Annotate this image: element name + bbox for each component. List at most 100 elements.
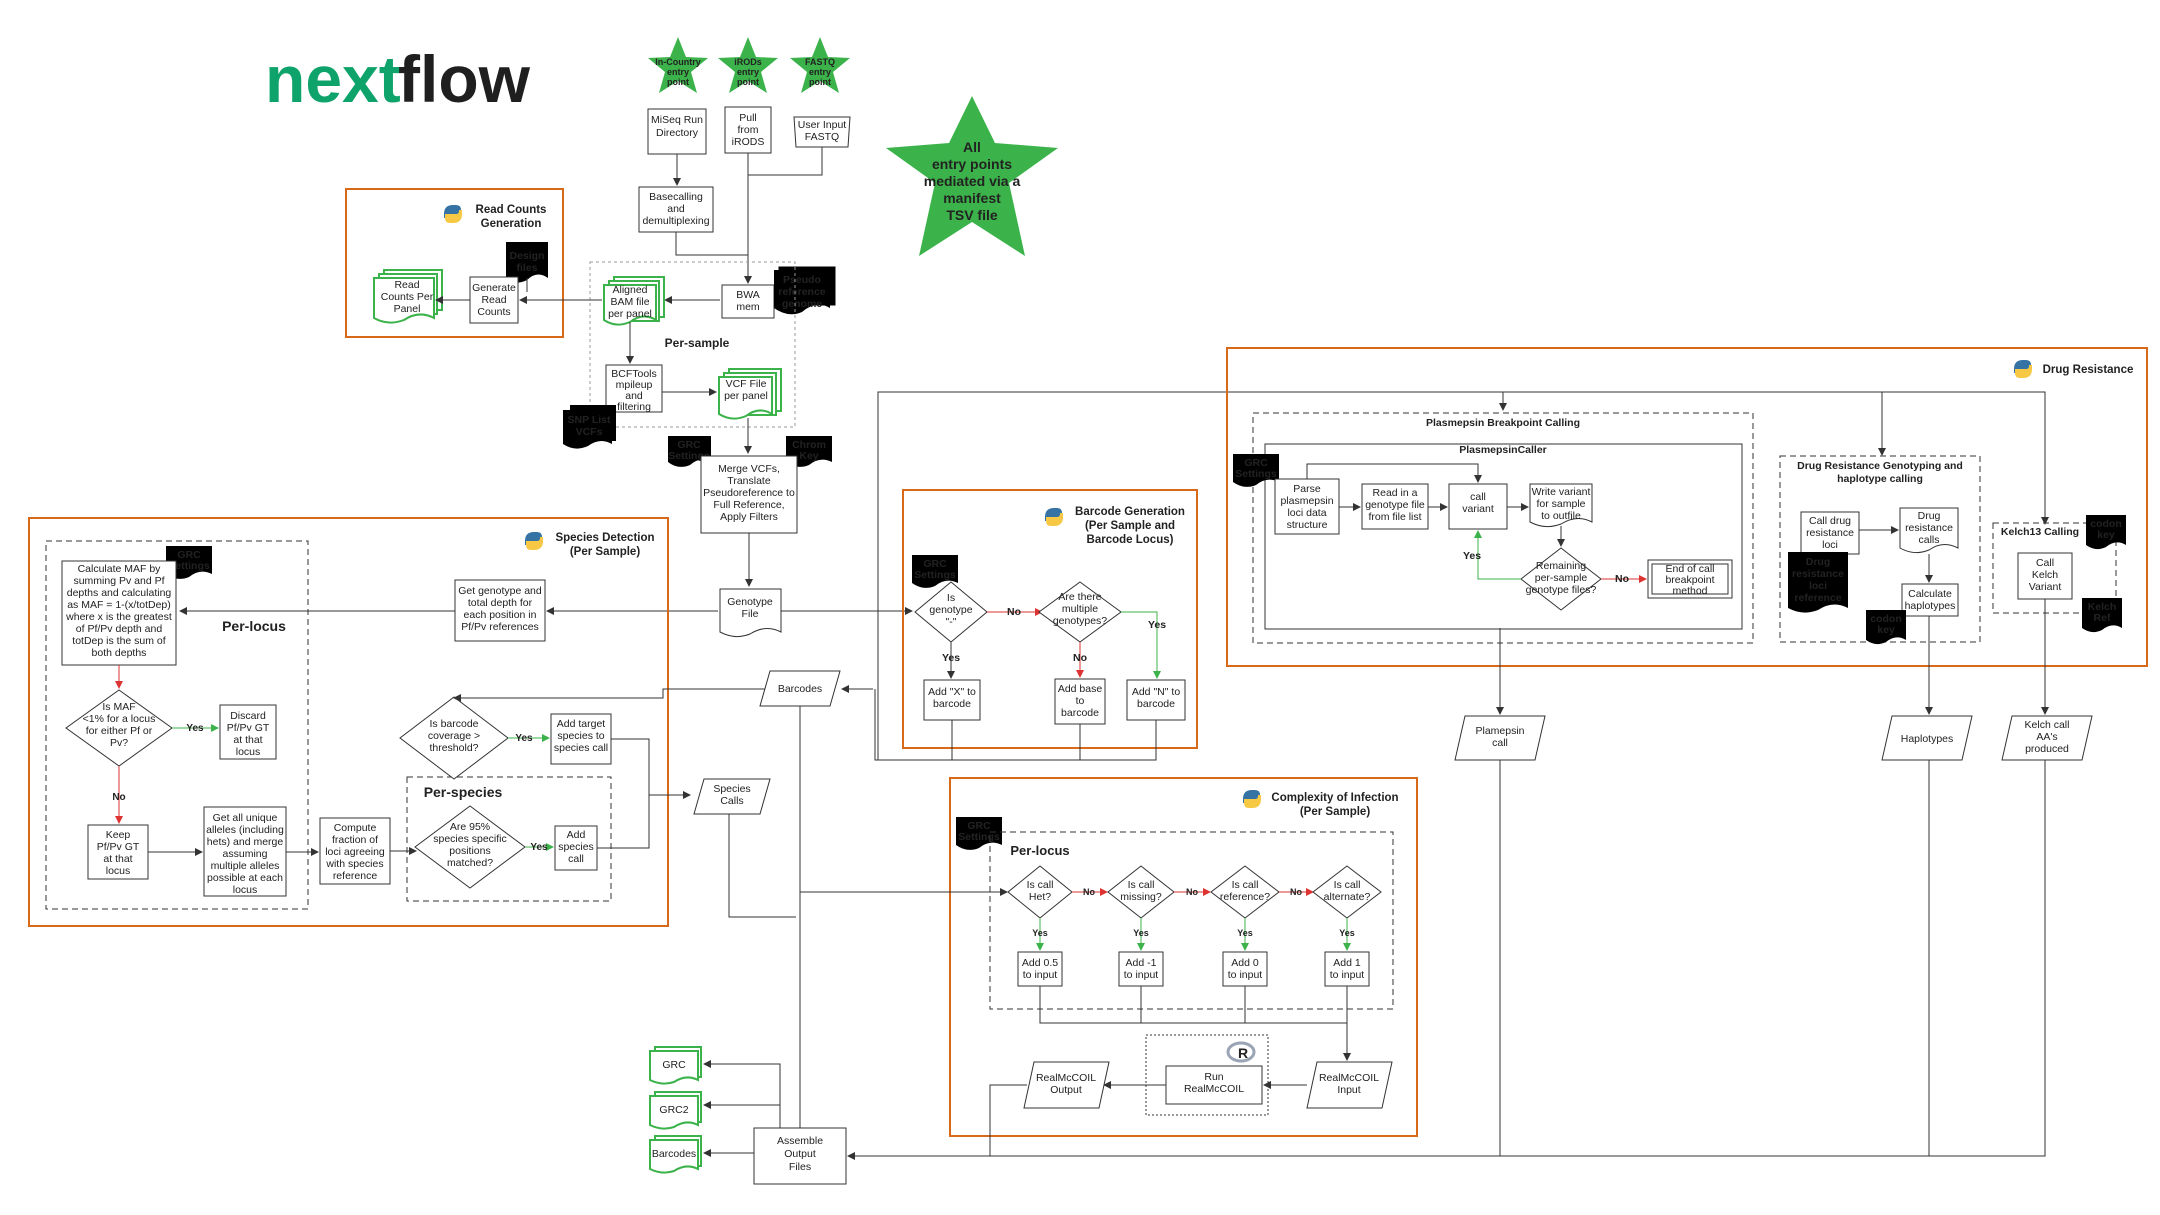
yes-label: Yes bbox=[186, 723, 204, 734]
no-label: No bbox=[1083, 887, 1095, 897]
per-species-label: Per-species bbox=[424, 784, 503, 800]
no-label: No bbox=[1073, 652, 1087, 664]
no-label: No bbox=[1615, 573, 1629, 585]
yes-label: Yes bbox=[515, 733, 533, 744]
per-sample-label: Per-sample bbox=[665, 336, 730, 350]
svg-text:Haplotypes: Haplotypes bbox=[1901, 733, 1954, 745]
plasmepsin-caller-label: PlasmepsinCaller bbox=[1459, 444, 1547, 456]
r-box bbox=[1145, 1034, 1269, 1116]
yes-label: Yes bbox=[1032, 928, 1048, 938]
python-icon bbox=[1243, 790, 1261, 808]
svg-text:Add 1to input: Add 1to input bbox=[1330, 957, 1365, 981]
svg-text:Add 0.5to input: Add 0.5to input bbox=[1022, 957, 1058, 981]
python-icon bbox=[2014, 360, 2032, 378]
no-label: No bbox=[1290, 887, 1302, 897]
grc-output-doc: GRC bbox=[649, 1046, 702, 1085]
per-species-box bbox=[406, 776, 612, 902]
no-label: No bbox=[112, 792, 125, 803]
read-counts-section bbox=[345, 188, 564, 338]
python-icon bbox=[444, 205, 462, 223]
logo-flow: flow bbox=[398, 42, 531, 116]
yes-label: Yes bbox=[942, 652, 960, 664]
svg-text:GRC2: GRC2 bbox=[659, 1104, 688, 1116]
coi-title: Complexity of Infection(Per Sample) bbox=[1271, 792, 1398, 818]
drug-resistance-title: Drug Resistance bbox=[2043, 364, 2134, 376]
species-detection-title: Species Detection(Per Sample) bbox=[555, 532, 654, 558]
python-icon bbox=[525, 532, 543, 550]
kelch13-label: Kelch13 Calling bbox=[2001, 526, 2079, 538]
r-logo-icon: R bbox=[1226, 1041, 1256, 1063]
coi-per-locus-label: Per-locus bbox=[1010, 843, 1069, 858]
kelch13-box bbox=[1992, 522, 2117, 614]
